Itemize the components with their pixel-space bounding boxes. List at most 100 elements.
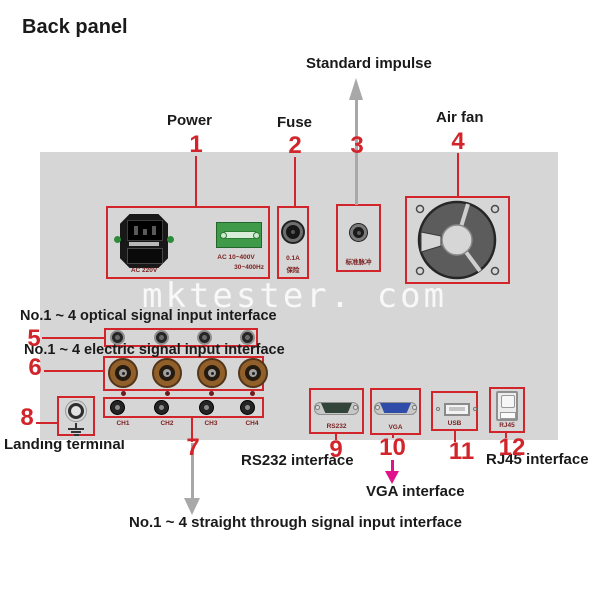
terminal-slot xyxy=(224,231,256,239)
ac-inlet-fuse-drawer xyxy=(127,248,163,264)
ac-inlet-pin xyxy=(152,226,156,235)
ac-aux-rating-line1: AC 10~400V xyxy=(217,254,255,261)
power-section-box: AC 220V AC 10~400V 30~400Hz xyxy=(106,206,270,279)
callout-number-3: 3 xyxy=(350,132,364,159)
usb-screw xyxy=(436,407,440,411)
optical-connector-center xyxy=(159,335,164,340)
usb-callout-line xyxy=(454,429,456,442)
optical-connector xyxy=(154,330,169,345)
optical-connector-center xyxy=(245,335,250,340)
air-fan-label: Air fan xyxy=(436,109,484,126)
straight-arrow-down-shaft xyxy=(191,443,194,499)
optical-callout-line xyxy=(42,337,105,339)
impulse-arrow-up-head xyxy=(349,78,363,100)
vga-box: VGA xyxy=(370,388,421,435)
fuse-connector xyxy=(283,222,303,242)
straight-connector-center xyxy=(245,405,250,410)
callout-number-9: 9 xyxy=(329,436,343,463)
bnc-pin xyxy=(211,372,214,375)
callout-number-6: 6 xyxy=(28,354,42,381)
optical-row-label: No.1 ~ 4 optical signal input interface xyxy=(20,308,277,324)
callout-number-10: 10 xyxy=(379,434,406,461)
bnc-connector xyxy=(197,358,227,388)
ac-aux-rating-line2: 30~400Hz xyxy=(234,264,264,271)
impulse-arrow-up-shaft xyxy=(355,98,358,205)
vga-callout-line xyxy=(392,433,394,438)
callout-number-12: 12 xyxy=(498,434,526,461)
channel-led xyxy=(165,391,170,396)
usb-screw xyxy=(473,407,477,411)
fuse-callout-line xyxy=(294,157,296,207)
callout-number-2: 2 xyxy=(288,132,302,159)
straight-connector xyxy=(154,400,169,415)
rj45-callout-line xyxy=(505,431,507,438)
callout-number-1: 1 xyxy=(189,131,203,158)
terminal-screw xyxy=(253,232,260,239)
channel-label-3: CH3 xyxy=(204,420,218,427)
electric-callout-line xyxy=(44,370,104,372)
ac-inlet-screw xyxy=(114,236,121,243)
optical-input-box xyxy=(104,328,258,347)
rj45-box: RJ45 xyxy=(489,387,525,433)
optical-connector-center xyxy=(115,335,120,340)
rs232-port-label: RS232 xyxy=(326,423,347,430)
rs232-interface-label: RS232 interface xyxy=(241,452,354,469)
channel-led xyxy=(121,391,126,396)
rs232-screw xyxy=(315,405,320,410)
straight-connector xyxy=(110,400,125,415)
fan-icon xyxy=(415,200,500,280)
ac-inlet-bar xyxy=(129,242,159,246)
standard-impulse-label: Standard impulse xyxy=(306,55,432,72)
straight-connector xyxy=(199,400,214,415)
landing-callout-line xyxy=(36,422,57,424)
impulse-cn-label: 标准脉冲 xyxy=(345,259,372,266)
channel-label-1: CH1 xyxy=(116,420,130,427)
terminal-block xyxy=(216,222,262,248)
straight-callout-line xyxy=(191,416,193,442)
vga-interface-label: VGA interface xyxy=(366,483,465,500)
fuse-rating: 0.1A xyxy=(286,255,300,262)
fuse-connector-center xyxy=(291,230,295,234)
rj45-port-label: RJ45 xyxy=(499,422,515,429)
rs232-screw xyxy=(353,405,358,410)
optical-connector xyxy=(110,330,125,345)
vga-connector xyxy=(380,403,411,413)
electric-row-label: No.1 ~ 4 electric signal input interface xyxy=(24,342,285,358)
usb-box: USB xyxy=(431,391,478,431)
vga-screw xyxy=(412,405,417,410)
power-callout-line xyxy=(195,156,197,207)
optical-connector xyxy=(240,330,255,345)
usb-port-tongue xyxy=(449,407,465,411)
bnc-pin xyxy=(166,372,169,375)
callout-number-7: 7 xyxy=(186,434,200,461)
rs232-box: RS232 xyxy=(309,388,364,434)
straight-connector-center xyxy=(159,405,164,410)
ground-terminal-outer-ring xyxy=(65,400,87,422)
terminal-screw xyxy=(220,232,227,239)
usb-port-label: USB xyxy=(447,420,462,427)
fuse-label: Fuse xyxy=(277,114,313,131)
vga-arrow-down-head xyxy=(385,471,399,484)
straight-connector-center xyxy=(204,405,209,410)
ac-inlet xyxy=(120,214,168,268)
ac-inlet-socket xyxy=(127,220,163,241)
callout-number-8: 8 xyxy=(20,404,34,431)
ground-icon-bar2 xyxy=(71,431,81,433)
straight-connector-center xyxy=(115,405,120,410)
rj45-jack-opening xyxy=(501,395,515,408)
vga-port-label: VGA xyxy=(388,424,403,431)
channel-label-2: CH2 xyxy=(160,420,174,427)
vga-screw xyxy=(375,405,380,410)
bnc-connector xyxy=(152,358,182,388)
straight-arrow-down-head xyxy=(184,498,200,515)
callout-number-5: 5 xyxy=(27,325,41,352)
bnc-pin xyxy=(252,372,255,375)
impulse-connector-center xyxy=(356,230,361,235)
usb-port xyxy=(444,403,470,416)
fuse-cn-label: 保险 xyxy=(286,267,300,274)
rs232-connector xyxy=(321,403,352,413)
ground-terminal xyxy=(68,403,84,419)
channel-label-4: CH4 xyxy=(245,420,259,427)
rj45-port xyxy=(496,391,518,421)
